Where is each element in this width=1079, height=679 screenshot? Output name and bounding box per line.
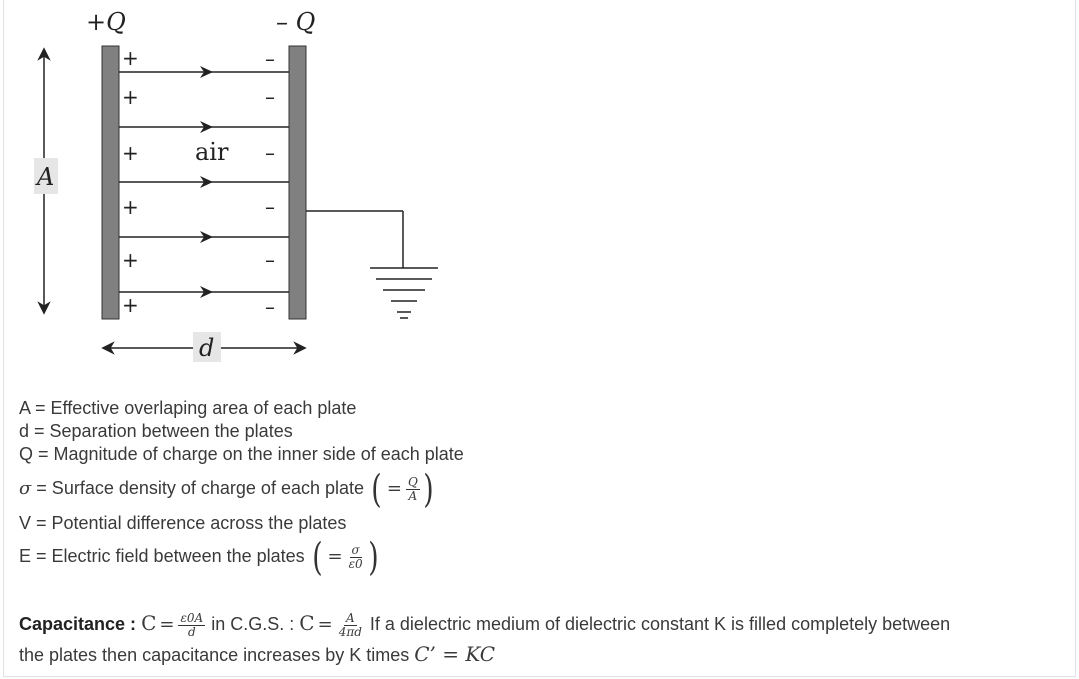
c-symbol: C	[141, 611, 157, 635]
plus-sign: +	[122, 85, 139, 109]
equals-sign: =	[317, 614, 333, 636]
positive-plate	[101, 45, 120, 320]
fraction-denominator: ε0	[348, 556, 363, 571]
fraction-denominator: A	[408, 488, 418, 503]
minus-sign: –	[265, 195, 275, 219]
field-arrowhead	[200, 231, 213, 243]
field-arrowhead	[200, 286, 213, 298]
definition-field: E = Electric field between the plates (=…	[19, 534, 381, 580]
definition-separation: d = Separation between the plates	[19, 421, 293, 441]
minus-sign: –	[265, 295, 275, 319]
positive-charge-label: +Q	[86, 8, 126, 36]
minus-sign: –	[265, 141, 275, 165]
cgs-label: in C.G.S. :	[211, 614, 295, 634]
positive-charges: + + + + + +	[122, 46, 139, 317]
close-paren: )	[367, 535, 379, 580]
medium-label: air	[195, 138, 229, 166]
area-label: A	[35, 163, 54, 191]
separation-label-bg	[193, 332, 221, 362]
open-paren: (	[371, 467, 382, 512]
open-paren: (	[311, 535, 323, 580]
dielectric-text: If a dielectric medium of dielectric con…	[369, 614, 951, 634]
equals-sign: =	[386, 478, 402, 500]
field-arrowheads	[200, 66, 213, 298]
plus-sign: +	[122, 195, 139, 219]
capacitance-label: Capacitance :	[19, 614, 137, 634]
field-arrowhead	[200, 176, 213, 188]
fraction-numerator: Q	[405, 474, 420, 490]
fraction-denominator: d	[188, 624, 196, 639]
separation-label: d	[199, 334, 214, 362]
c-symbol: C	[299, 611, 315, 635]
fraction-denominator: 4πd	[338, 624, 362, 639]
equals-sign: =	[159, 614, 175, 636]
plus-sign: +	[122, 141, 139, 165]
field-arrowhead	[200, 66, 213, 78]
negative-charge-label: – Q	[276, 8, 315, 36]
dielectric-text-continued: the plates then capacitance increases by…	[19, 645, 410, 665]
fraction-numerator: A	[343, 610, 357, 626]
minus-sign: –	[265, 47, 275, 71]
result-formula: C’ = KC	[414, 642, 496, 666]
field-arrowhead	[200, 121, 213, 133]
negative-plate	[288, 45, 307, 320]
plus-sign: +	[122, 293, 139, 317]
equals-sign: =	[327, 546, 343, 568]
sigma-symbol: σ	[19, 478, 32, 499]
ground-symbol	[306, 210, 438, 319]
definition-area: A = Effective overlaping area of each pl…	[19, 398, 357, 418]
definition-potential: V = Potential difference across the plat…	[19, 513, 347, 533]
plus-sign: +	[122, 46, 139, 70]
field-text: E = Electric field between the plates	[19, 546, 305, 566]
capacitance-line-2: the plates then capacitance increases by…	[19, 640, 495, 668]
definition-surface-density: σ = Surface density of charge of each pl…	[19, 466, 436, 512]
area-label-bg	[34, 158, 58, 194]
fraction-numerator: σ	[349, 542, 362, 558]
content-frame	[3, 0, 1076, 677]
definition-charge: Q = Magnitude of charge on the inner sid…	[19, 444, 464, 464]
plus-sign: +	[122, 248, 139, 272]
minus-sign: –	[265, 248, 275, 272]
minus-sign: –	[265, 85, 275, 109]
fraction-numerator: ε0A	[178, 610, 206, 626]
close-paren: )	[423, 467, 434, 512]
capacitor-diagram: +Q – Q A + + + + + + – – – – – – air	[34, 8, 438, 362]
sigma-text: = Surface density of charge of each plat…	[31, 478, 365, 498]
negative-charges: – – – – – –	[265, 47, 275, 319]
